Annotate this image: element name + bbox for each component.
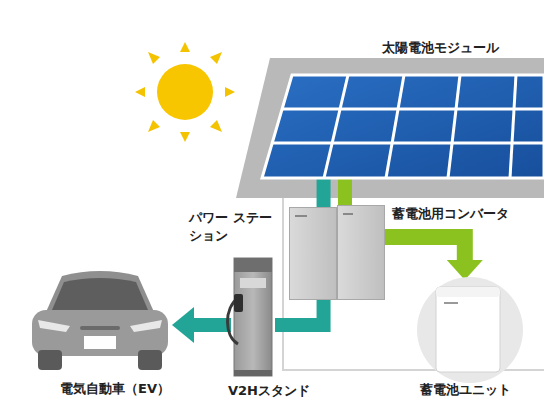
solar-panel-shape [262, 75, 544, 178]
v2h-stand-shape [230, 258, 276, 376]
storage-battery-shape [418, 278, 522, 378]
power-station-shape [289, 207, 337, 300]
flow-line [384, 237, 465, 262]
sun [135, 42, 235, 142]
flow-line [317, 175, 331, 208]
battery-converter: 蓄電池用コンバータ [337, 205, 385, 300]
electric-car-shape [28, 262, 172, 372]
flow-line [275, 299, 324, 325]
solar-panel: 太陽電池モジュール [262, 75, 544, 178]
battery-converter-shape [337, 205, 385, 300]
v2h-stand: V2Hスタンド [230, 258, 276, 376]
arrow-head [447, 260, 483, 280]
roof [236, 58, 544, 198]
flow-arrow [275, 299, 324, 325]
node-label: パワー ステーション [189, 209, 275, 245]
storage-battery: 蓄電池ユニット [418, 278, 522, 378]
power-station: パワー ステーション [289, 207, 337, 300]
node-label: V2Hスタンド [228, 382, 310, 400]
flow-line [192, 318, 231, 332]
flow-arrow [323, 175, 324, 208]
flow-line [338, 175, 352, 206]
node-label: 電気自動車（EV） [60, 380, 170, 398]
electric-car: 電気自動車（EV） [28, 262, 172, 372]
arrow-head [172, 307, 194, 343]
node-label: 太陽電池モジュール [382, 39, 499, 57]
flow-arrow [345, 175, 346, 206]
node-label: 蓄電池用コンバータ [392, 205, 509, 223]
flow-arrow [384, 237, 483, 280]
flow-arrow [172, 307, 231, 343]
node-label: 蓄電池ユニット [420, 381, 511, 399]
